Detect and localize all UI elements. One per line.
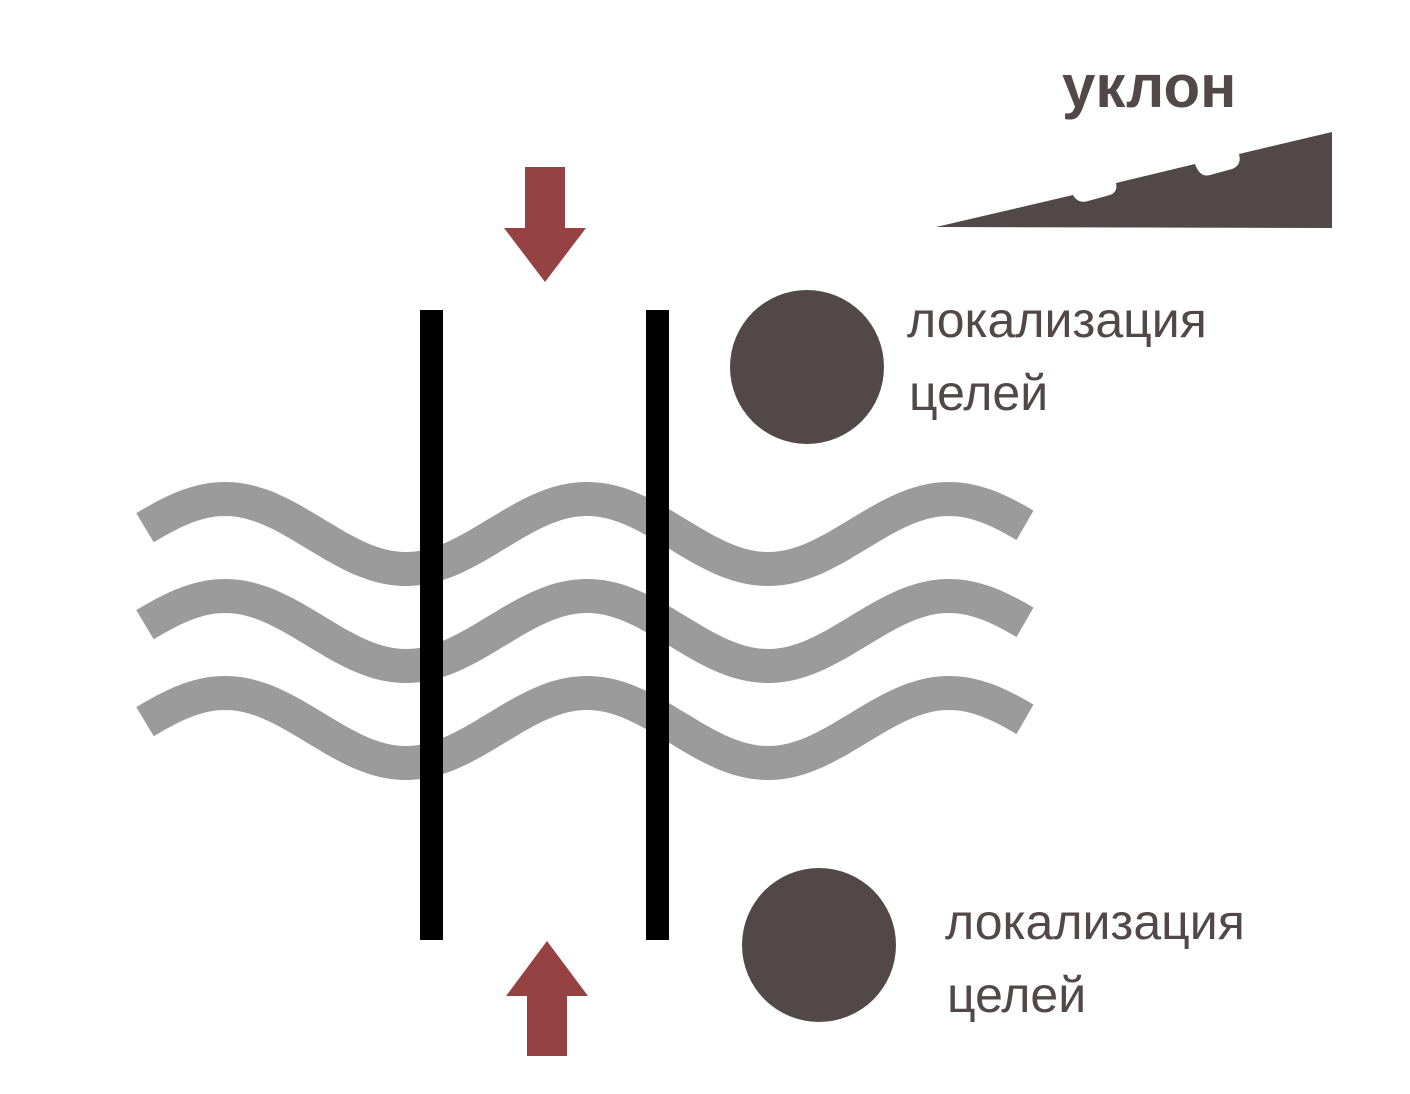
label-bottom-line1: локализация [945,894,1245,950]
target-circle-top [730,290,884,444]
slope-shape [936,132,1332,228]
label-top-line1: локализация [907,292,1207,348]
wave-3 [136,675,1034,780]
target-circle-bottom [742,868,896,1022]
wave-2 [136,578,1034,683]
slope-label: уклон [1062,53,1236,120]
right-barrier [646,310,669,940]
waves [136,481,1034,780]
label-top-line2: целей [909,365,1048,421]
arrow-down-icon [504,167,586,282]
left-barrier [420,310,443,940]
wave-1 [136,481,1034,586]
arrow-up-icon [506,941,588,1056]
label-bottom-line2: целей [947,967,1086,1023]
